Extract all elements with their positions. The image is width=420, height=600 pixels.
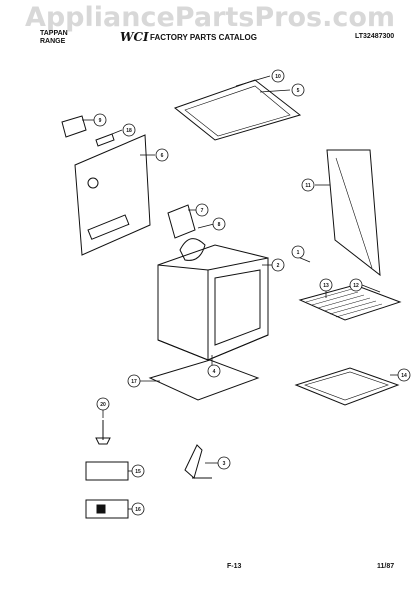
svg-text:7: 7 bbox=[201, 208, 204, 214]
part-bracket bbox=[61, 115, 87, 138]
brand-label: TAPPAN RANGE bbox=[40, 30, 68, 46]
callout-16: 16 bbox=[128, 502, 145, 516]
callout-3: 3 bbox=[205, 456, 231, 470]
page-number: F-13 bbox=[227, 563, 242, 570]
part-kit-box-lower bbox=[85, 499, 129, 519]
part-oven-rack bbox=[298, 284, 402, 321]
catalog-date: 11/87 bbox=[377, 563, 395, 570]
callout-14: 14 bbox=[390, 368, 411, 382]
svg-text:18: 18 bbox=[126, 128, 132, 134]
callout-20: 20 bbox=[96, 397, 110, 418]
part-base-plate bbox=[148, 359, 260, 401]
part-range-body bbox=[157, 244, 269, 361]
callout-15: 15 bbox=[128, 464, 145, 478]
svg-text:16: 16 bbox=[135, 507, 141, 513]
part-screw bbox=[95, 420, 111, 445]
model-number: LT32487300 bbox=[355, 33, 395, 40]
svg-text:15: 15 bbox=[135, 469, 141, 475]
svg-text:8: 8 bbox=[218, 222, 221, 228]
part-side-panel bbox=[326, 149, 381, 277]
part-back-panel bbox=[74, 134, 151, 256]
svg-text:5: 5 bbox=[297, 88, 300, 94]
part-broiler-pan bbox=[294, 367, 400, 406]
part-label bbox=[95, 133, 115, 147]
svg-text:2: 2 bbox=[277, 263, 280, 269]
part-valve bbox=[184, 444, 212, 479]
part-kit-box-upper bbox=[85, 461, 129, 481]
brand-line-1: TAPPAN bbox=[40, 30, 68, 37]
callout-6: 6 bbox=[140, 148, 169, 162]
svg-text:14: 14 bbox=[401, 373, 407, 379]
callout-13: 13 bbox=[319, 278, 333, 298]
svg-text:6: 6 bbox=[161, 153, 164, 159]
svg-text:20: 20 bbox=[100, 402, 106, 408]
callout-9: 9 bbox=[82, 113, 107, 127]
callout-12: 12 bbox=[349, 278, 381, 293]
callout-4: 4 bbox=[207, 355, 221, 378]
svg-text:9: 9 bbox=[99, 118, 102, 124]
part-top-cover bbox=[173, 79, 302, 141]
wci-logo: WCI bbox=[120, 30, 149, 44]
svg-text:10: 10 bbox=[275, 74, 281, 80]
catalog-title: FACTORY PARTS CATALOG bbox=[150, 33, 257, 42]
svg-text:3: 3 bbox=[223, 461, 226, 467]
svg-text:17: 17 bbox=[131, 379, 137, 385]
part-burner-assembly bbox=[167, 204, 206, 261]
svg-text:12: 12 bbox=[353, 283, 359, 289]
callout-11: 11 bbox=[301, 178, 330, 192]
callout-5: 5 bbox=[259, 83, 305, 97]
callout-7: 7 bbox=[188, 203, 209, 217]
callout-17: 17 bbox=[127, 374, 160, 388]
svg-text:13: 13 bbox=[323, 283, 329, 289]
callout-10: 10 bbox=[235, 69, 285, 87]
callout-18: 18 bbox=[111, 123, 136, 137]
callout-8: 8 bbox=[197, 217, 226, 231]
brand-line-2: RANGE bbox=[40, 38, 66, 45]
callout-1: 1 bbox=[291, 245, 311, 263]
callout-2: 2 bbox=[262, 258, 285, 272]
svg-text:1: 1 bbox=[297, 250, 300, 256]
watermark: AppliancePartsPros.com bbox=[24, 2, 396, 33]
svg-text:11: 11 bbox=[305, 183, 311, 189]
svg-text:4: 4 bbox=[213, 369, 216, 375]
